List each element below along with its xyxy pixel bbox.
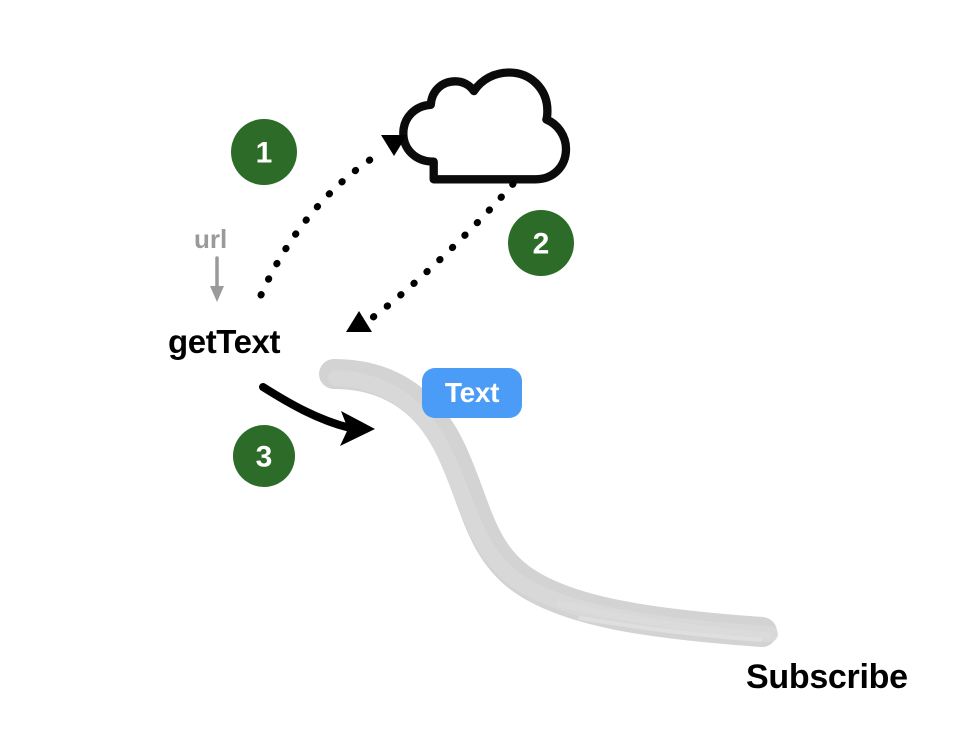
text-badge: Text [422,368,522,418]
arrow-down-icon [210,256,224,302]
dotted-arrow-up-right-icon [257,135,407,299]
step-badge-3[interactable]: 3 [233,425,295,487]
brush-swoosh-icon [319,359,778,647]
step-badge-3-label: 3 [256,441,273,474]
step-badge-1-label: 1 [256,137,273,170]
gettext-label: getText [168,323,281,360]
cloud-icon [399,68,571,184]
curved-arrow-right-icon [259,383,375,446]
step-badge-2-label: 2 [533,228,550,261]
subscribe-label: Subscribe [746,658,908,696]
url-label: url [194,224,228,254]
step-badge-1[interactable]: 1 [231,119,297,185]
step-badge-2[interactable]: 2 [508,210,574,276]
dotted-arrow-down-left-icon [346,180,517,332]
